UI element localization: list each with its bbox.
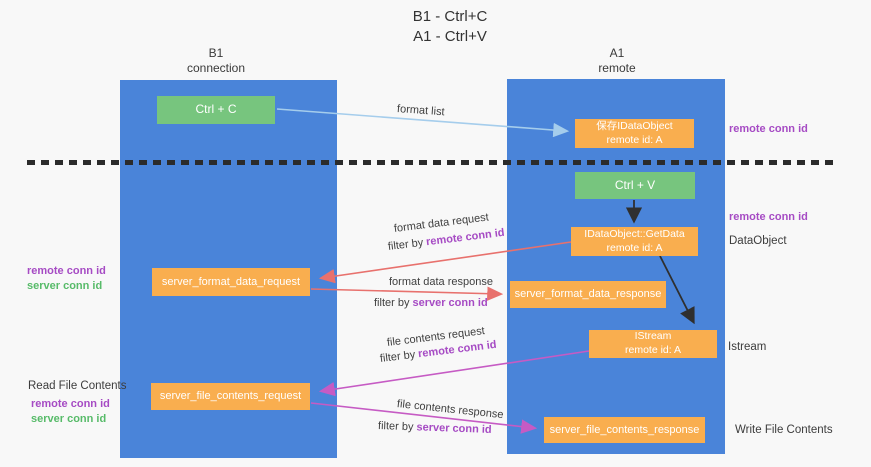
annotation-conn-ids-upper: remote conn id server conn id [27,264,106,294]
node-istream: IStream remote id: A [589,330,717,358]
filter-by-text: filter by [377,420,414,434]
node-istream-line2: remote id: A [624,344,682,356]
title-line-2: A1 - Ctrl+V [413,28,487,45]
diagram-title: B1 - Ctrl+C A1 - Ctrl+V [330,7,570,47]
node-server-file-contents-response-label: server_file_contents_response [549,423,700,436]
annotation-remote-conn-id-top: remote conn id [729,123,808,135]
remote-conn-id-text: remote conn id [425,226,506,249]
edge-label-format-data-response: format data response [389,276,493,288]
edge-label-file-contents-response: file contents response [396,398,505,422]
node-save-idataobject: 保存IDataObject remote id: A [575,119,694,148]
edge-label-format-list: format list [396,103,445,119]
annotation-remote-conn-id-left-1: remote conn id [27,265,106,277]
annotation-conn-ids-lower: remote conn id server conn id [31,397,110,427]
filter-by-text: filter by [379,348,416,365]
node-server-format-data-response-label: server_format_data_response [514,288,662,301]
server-conn-id-text: server conn id [412,297,488,309]
lane-header-b1: B1 connection [156,46,276,76]
annotation-remote-conn-id-left-2: remote conn id [31,398,110,410]
lane-b1-subtitle: connection [186,61,246,75]
filter-by-text: filter by [387,236,424,253]
annotation-istream: Istream [728,341,767,353]
node-idataobject-getdata-line2: remote id: A [606,241,663,254]
annotation-read-file-contents: Read File Contents [28,380,127,392]
node-ctrl-v-label: Ctrl + V [614,177,656,192]
lane-a1-subtitle: remote [598,61,636,75]
annotation-dataobject: DataObject [729,235,787,247]
annotation-server-conn-id-left-1: server conn id [27,280,103,292]
node-server-file-contents-request-label: server_file_contents_request [159,390,302,403]
node-ctrl-v: Ctrl + V [575,172,695,199]
node-idataobject-getdata-line1: IDataObject::GetData [584,227,685,240]
node-server-file-contents-request: server_file_contents_request [151,383,310,410]
annotation-server-conn-id-left-2: server conn id [31,413,107,425]
lane-b1-name: B1 [208,46,224,60]
lane-header-a1: A1 remote [557,46,677,76]
node-server-format-data-response: server_format_data_response [510,281,666,308]
node-ctrl-c-label: Ctrl + C [195,102,237,117]
node-server-format-data-request: server_format_data_request [152,268,310,296]
annotation-remote-conn-id-mid: remote conn id [729,211,808,223]
annotation-write-file-contents: Write File Contents [735,424,833,436]
lane-a1-name: A1 [609,46,625,60]
node-server-format-data-request-label: server_format_data_request [161,275,301,288]
node-save-idataobject-line2: remote id: A [606,133,663,146]
node-istream-line1: IStream [634,330,672,343]
node-idataobject-getdata: IDataObject::GetData remote id: A [571,227,698,256]
title-line-1: B1 - Ctrl+C [412,8,488,25]
node-server-file-contents-response: server_file_contents_response [544,417,705,443]
session-divider-dashed-line [27,160,833,165]
node-ctrl-c: Ctrl + C [157,96,275,124]
filter-by-text: filter by [374,297,410,309]
format-data-response-arrow [310,286,504,301]
server-conn-id-text: server conn id [416,421,492,436]
node-save-idataobject-line1: 保存IDataObject [596,119,673,132]
